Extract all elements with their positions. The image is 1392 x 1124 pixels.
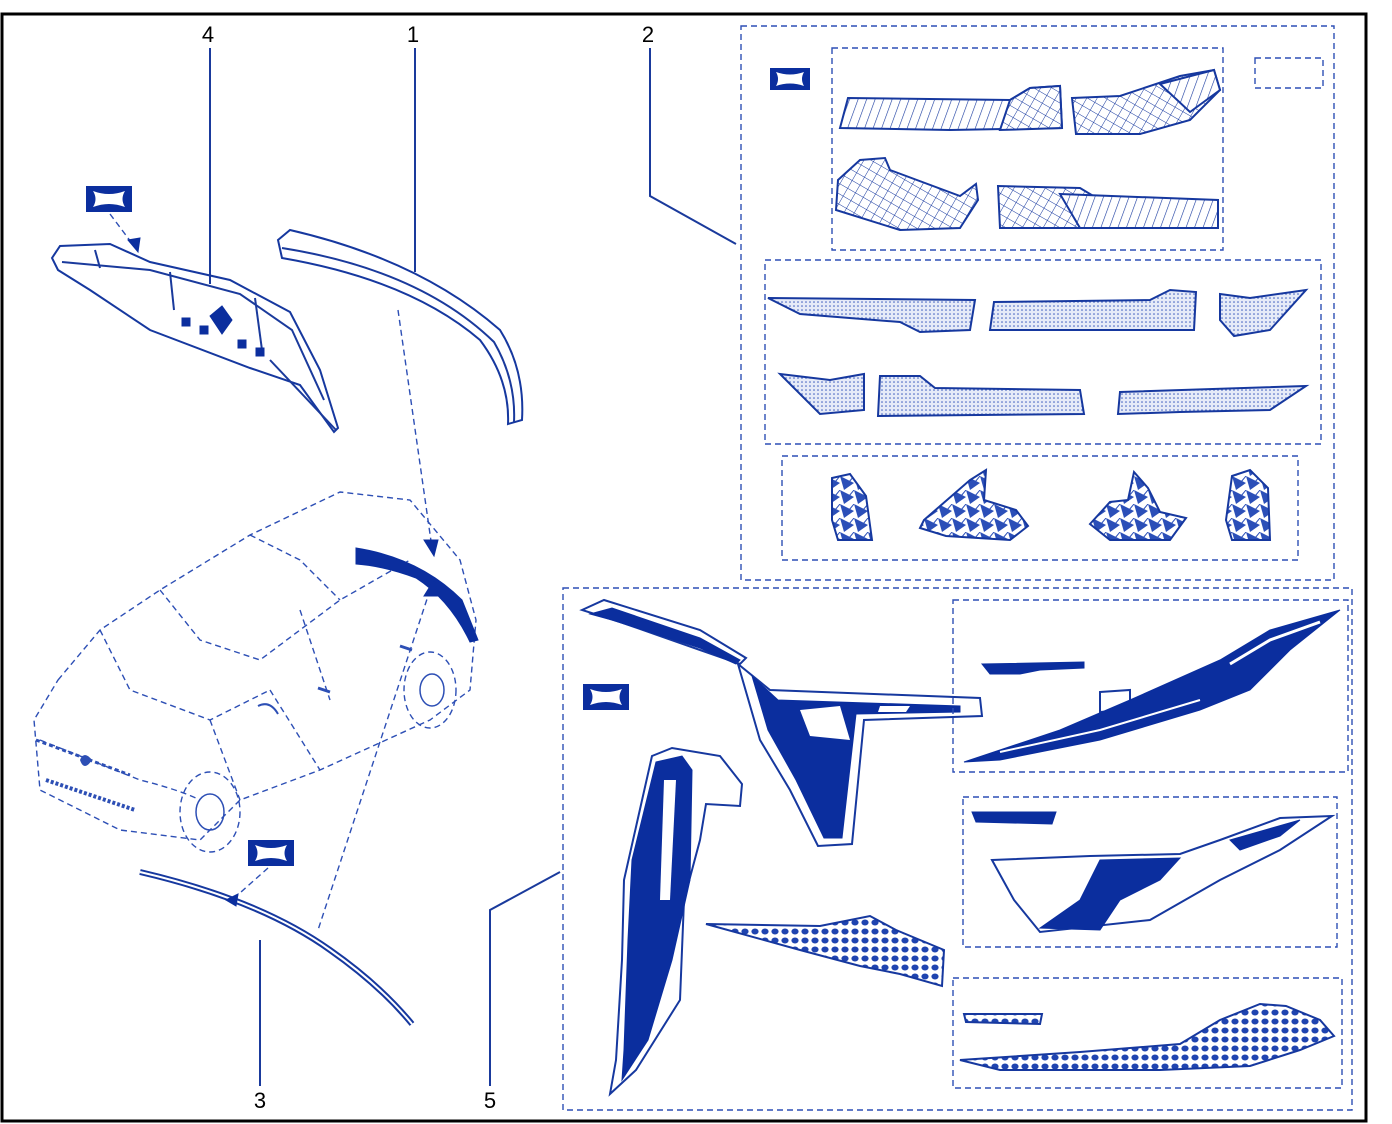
- callout-2: 2: [642, 22, 654, 47]
- arrow-head: [423, 578, 439, 597]
- label-tag-icon: [583, 684, 629, 710]
- leader-line-2: [649, 48, 737, 245]
- callout-1: 1: [407, 22, 419, 47]
- decal-side-pillar: [608, 746, 744, 1097]
- label-tag-icon: [248, 840, 294, 866]
- leader-line-5: [489, 871, 561, 1086]
- kit-group-hatched: [831, 47, 1224, 251]
- leader-dash: [397, 309, 433, 549]
- part-1-roof-spoiler: [276, 228, 524, 426]
- leader-dash: [317, 589, 431, 931]
- arrow-head: [224, 893, 239, 907]
- blank-label-box: [1254, 57, 1324, 89]
- kit-subgroup-1: [952, 599, 1349, 773]
- part-4-tailgate-trim: [50, 242, 340, 434]
- callout-4: 4: [202, 22, 214, 47]
- vehicle-illustration: [33, 491, 479, 853]
- arrow-head: [423, 539, 439, 558]
- callout-3: 3: [254, 1088, 266, 1113]
- arrow-head: [127, 237, 141, 254]
- decal-hood-center: [579, 598, 984, 848]
- kit-group-dotted: [764, 259, 1322, 445]
- decal-honeycomb: [705, 914, 946, 988]
- kit-subgroup-3: [952, 977, 1343, 1089]
- diagram-frame: [0, 12, 1368, 1123]
- label-tag-icon: [770, 68, 810, 90]
- callout-5: 5: [484, 1088, 496, 1113]
- part-3-chrome-strip: [139, 869, 415, 1026]
- part-2-kit-frame: [740, 25, 1335, 581]
- kit-subgroup-2: [962, 796, 1338, 948]
- label-tag-icon: [86, 186, 132, 212]
- part-5-kit-frame: [562, 587, 1353, 1111]
